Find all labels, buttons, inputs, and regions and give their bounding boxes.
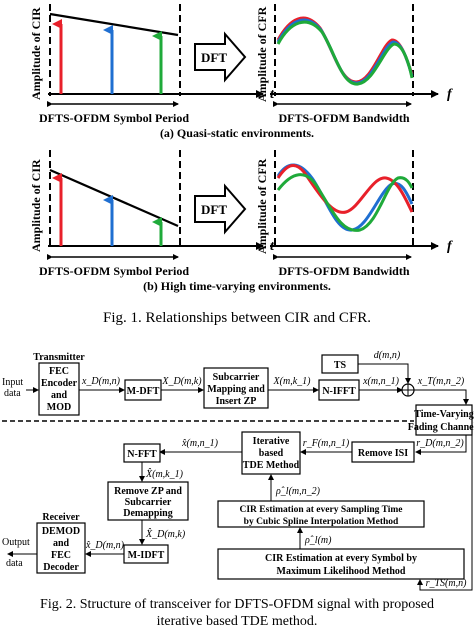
fig1a-cfr-ylabel: Amplitude of CFR — [255, 6, 269, 102]
receiver-title: Receiver — [42, 512, 80, 523]
ts-label: TS — [334, 360, 347, 371]
transmitter-line-4: MOD — [47, 402, 71, 413]
transmitter-line-1: FEC — [49, 366, 69, 377]
n-fft-label: N-FFT — [127, 449, 157, 460]
fig1a-cir-ylabel: Amplitude of CIR — [29, 7, 43, 100]
transmitter-title: Transmitter — [33, 352, 85, 363]
sig-rts: r_TS(m,n) — [426, 578, 468, 589]
transmitter-line-3: and — [51, 390, 68, 401]
n-ifft-label: N-IFFT — [322, 386, 356, 397]
tde-line-3: TDE Method — [243, 460, 300, 471]
channel-line-1: Time-Varying — [414, 409, 473, 420]
subcarrier-map-line-1: Subcarrier — [213, 372, 260, 383]
fig1a-f-symbol: f — [447, 87, 453, 102]
fig1a-envelope-line — [49, 12, 179, 37]
cir-spline-line-2: by Cubic Spline Interpolation Method — [244, 517, 399, 527]
tde-box — [241, 431, 301, 475]
fig1b-cfr-ylabel: Amplitude of CFR — [255, 158, 269, 254]
output-label-line2: data — [6, 558, 23, 569]
sig-X: X(m,k_1) — [273, 376, 312, 387]
cir-ml-box — [217, 548, 465, 580]
fig2-caption-line1: Fig. 2. Structure of transceiver for DFT… — [40, 597, 434, 612]
sig-rf: r_F(m,n_1) — [303, 438, 350, 449]
output-label-line1: Output — [2, 537, 30, 548]
remove-zp-box — [107, 481, 189, 521]
subcarrier-map-line-3: Insert ZP — [216, 396, 257, 407]
receiver-line-3: FEC — [51, 550, 71, 561]
channel-line-2: Fading Channels — [408, 422, 474, 433]
sig-x: x(m,n_1) — [362, 376, 399, 387]
sig-xd: x_D(m,n) — [81, 376, 121, 387]
fig1a-cfr-green-curve — [276, 20, 414, 86]
m-idft-label: M-IDFT — [128, 550, 165, 561]
remove-isi-label: Remove ISI — [358, 448, 408, 459]
fig1b-period-label: DFTS-OFDM Symbol Period — [39, 264, 189, 278]
remove-zp-line-1: Remove ZP and — [114, 486, 182, 497]
sig-Xdhat: X̂_D(m,k) — [145, 527, 186, 540]
tde-line-1: Iterative — [253, 436, 290, 447]
fig1a-cir-plot: Amplitude of CIR t DFTS-OFDM Symbol Peri… — [29, 4, 275, 125]
fig1b-cfr-red-curve — [276, 163, 414, 214]
fig1b-dft-arrow: DFT — [194, 183, 247, 235]
input-label-line1: Input — [2, 377, 23, 388]
tde-line-2: based — [259, 448, 284, 459]
receiver-line-2: and — [53, 538, 70, 549]
input-label-line2: data — [4, 388, 21, 399]
fig1b-envelope-line — [49, 168, 179, 228]
fig1a-cfr-plot: Amplitude of CFR f DFTS-OFDM Bandwidth — [255, 4, 453, 125]
subcarrier-map-line-2: Mapping and — [207, 384, 265, 395]
fig1a-cfr-red-curve — [276, 16, 414, 84]
fig1b-dft-label: DFT — [201, 202, 227, 217]
fig1b-subcaption: (b) High time-varying environments. — [143, 279, 331, 293]
sig-rd: r_D(m,n_2) — [416, 438, 464, 449]
fig2-caption-line2: iterative based TDE method. — [156, 614, 318, 629]
cir-ml-line-1: CIR Estimation at every Symbol by — [265, 553, 417, 564]
sig-xhat: x̂(m,n_1) — [181, 438, 218, 449]
cir-spline-line-1: CIR Estimation at every Sampling Time — [240, 505, 403, 515]
fig1b-cfr-green-curve — [276, 173, 414, 232]
transmitter-box — [38, 362, 80, 416]
sig-d: d(m,n) — [374, 350, 401, 361]
fig1a-subcaption: (a) Quasi-static environments. — [160, 126, 314, 140]
sig-Xd: X_D(m,k) — [161, 376, 202, 387]
channel-box — [415, 404, 473, 436]
receiver-line-4: Decoder — [43, 562, 79, 573]
fig1b-bandwidth-label: DFTS-OFDM Bandwidth — [278, 264, 409, 278]
fig1b-cir-ylabel: Amplitude of CIR — [29, 159, 43, 252]
fig1a-bandwidth-label: DFTS-OFDM Bandwidth — [278, 111, 409, 125]
fig1-caption: Fig. 1. Relationships between CIR and CF… — [103, 310, 371, 326]
cir-ml-line-2: Maximum Likelihood Method — [277, 566, 406, 577]
subcarrier-mapping-box — [203, 367, 269, 409]
receiver-line-1: DEMOD — [42, 526, 80, 537]
fig1b-cfr-plot: Amplitude of CFR f DFTS-OFDM Bandwidth — [255, 150, 453, 278]
cir-spline-box — [217, 500, 425, 528]
sig-xt: x_T(m,n_2) — [417, 376, 465, 387]
sig-rho2: ρ̂_l(m) — [304, 535, 332, 546]
sig-Xhat: X̂(m,k_1) — [145, 467, 184, 480]
fig1b-cir-plot: Amplitude of CIR t DFTS-OFDM Symbol Peri… — [29, 150, 275, 278]
transmitter-line-2: Encoder — [41, 378, 78, 389]
sig-xdhat: x̂_D(m,n) — [85, 540, 125, 551]
remove-zp-line-2: Subcarrier — [125, 497, 172, 508]
fig1b-f-symbol: f — [447, 239, 453, 254]
fig1a-dft-label: DFT — [201, 50, 227, 65]
fig2-diagram: Input data Transmitter FEC Encoder and M… — [2, 350, 474, 591]
receiver-box — [36, 522, 86, 574]
fig1a-period-label: DFTS-OFDM Symbol Period — [39, 111, 189, 125]
remove-zp-line-3: Demapping — [123, 508, 172, 519]
fig1a-dft-arrow: DFT — [194, 31, 247, 83]
fig2-caption: Fig. 2. Structure of transceiver for DFT… — [0, 596, 474, 630]
m-dft-label: M-DFT — [127, 386, 160, 397]
sig-rho: ρ̂_l(m,n_2) — [275, 486, 321, 497]
